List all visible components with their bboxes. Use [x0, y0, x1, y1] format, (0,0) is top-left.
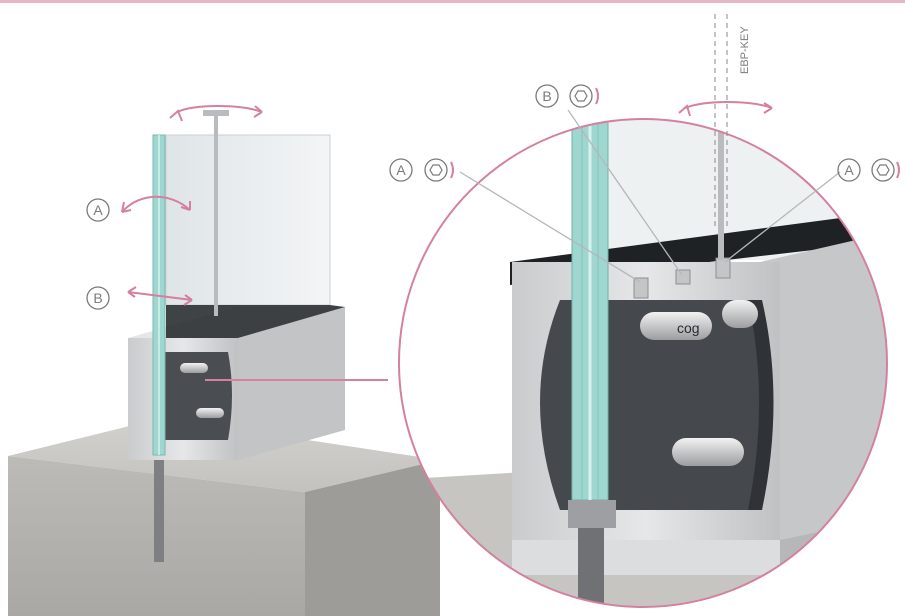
letter-b-left: B [93, 290, 102, 306]
glass-shadow [166, 305, 345, 338]
left-overview: A B [8, 105, 440, 616]
rotate-arrows-icon [678, 101, 773, 117]
screw-a [633, 277, 649, 299]
zoom-nut [568, 500, 616, 528]
tilt-arrow-icon [121, 195, 191, 213]
screw-a [715, 257, 731, 279]
hex-socket-icon [424, 158, 454, 182]
zoom-pin [722, 300, 758, 328]
zoom-pin [640, 312, 712, 340]
zoom-profile-base [512, 540, 780, 575]
leader-a-right [724, 171, 841, 263]
zoom-detail: cog EBP-KEY [389, 14, 900, 608]
hex-socket-icon [569, 84, 599, 108]
circled-letter-icon: A [389, 158, 413, 182]
glass-panel [165, 134, 331, 306]
circled-letter-icon: B [535, 84, 559, 108]
cap-logo: cog [677, 320, 700, 336]
key-tool-label: EBP-KEY [739, 26, 751, 74]
concrete-side [305, 460, 440, 616]
gasket-pin [196, 408, 224, 418]
top-border [0, 0, 905, 3]
rotate-arrows-icon [169, 105, 263, 122]
leader-a-left [459, 171, 641, 283]
zoom-letter-a-right: A [844, 162, 854, 178]
gasket-pin [180, 363, 208, 373]
anchor-bolt [154, 452, 164, 562]
letter-a-left: A [93, 202, 103, 218]
zoom-letter-b: B [542, 88, 551, 104]
hex-socket-icon [871, 158, 900, 182]
zoom-circle [398, 118, 888, 608]
key-handle [203, 110, 229, 116]
shift-arrow-icon [127, 286, 193, 306]
zoom-pin [672, 438, 744, 466]
screw-b [675, 269, 691, 285]
profile-side [238, 307, 345, 460]
zoom-key-rod [718, 119, 724, 260]
leader-b [567, 109, 683, 276]
zoom-bolt [578, 528, 604, 607]
circled-letter-icon: B [86, 286, 110, 310]
key-rod [214, 116, 218, 316]
circled-letter-icon: A [86, 198, 110, 222]
circled-letter-icon: A [837, 158, 861, 182]
zoom-letter-a-left: A [396, 162, 406, 178]
zoom-profile-side [760, 230, 887, 580]
